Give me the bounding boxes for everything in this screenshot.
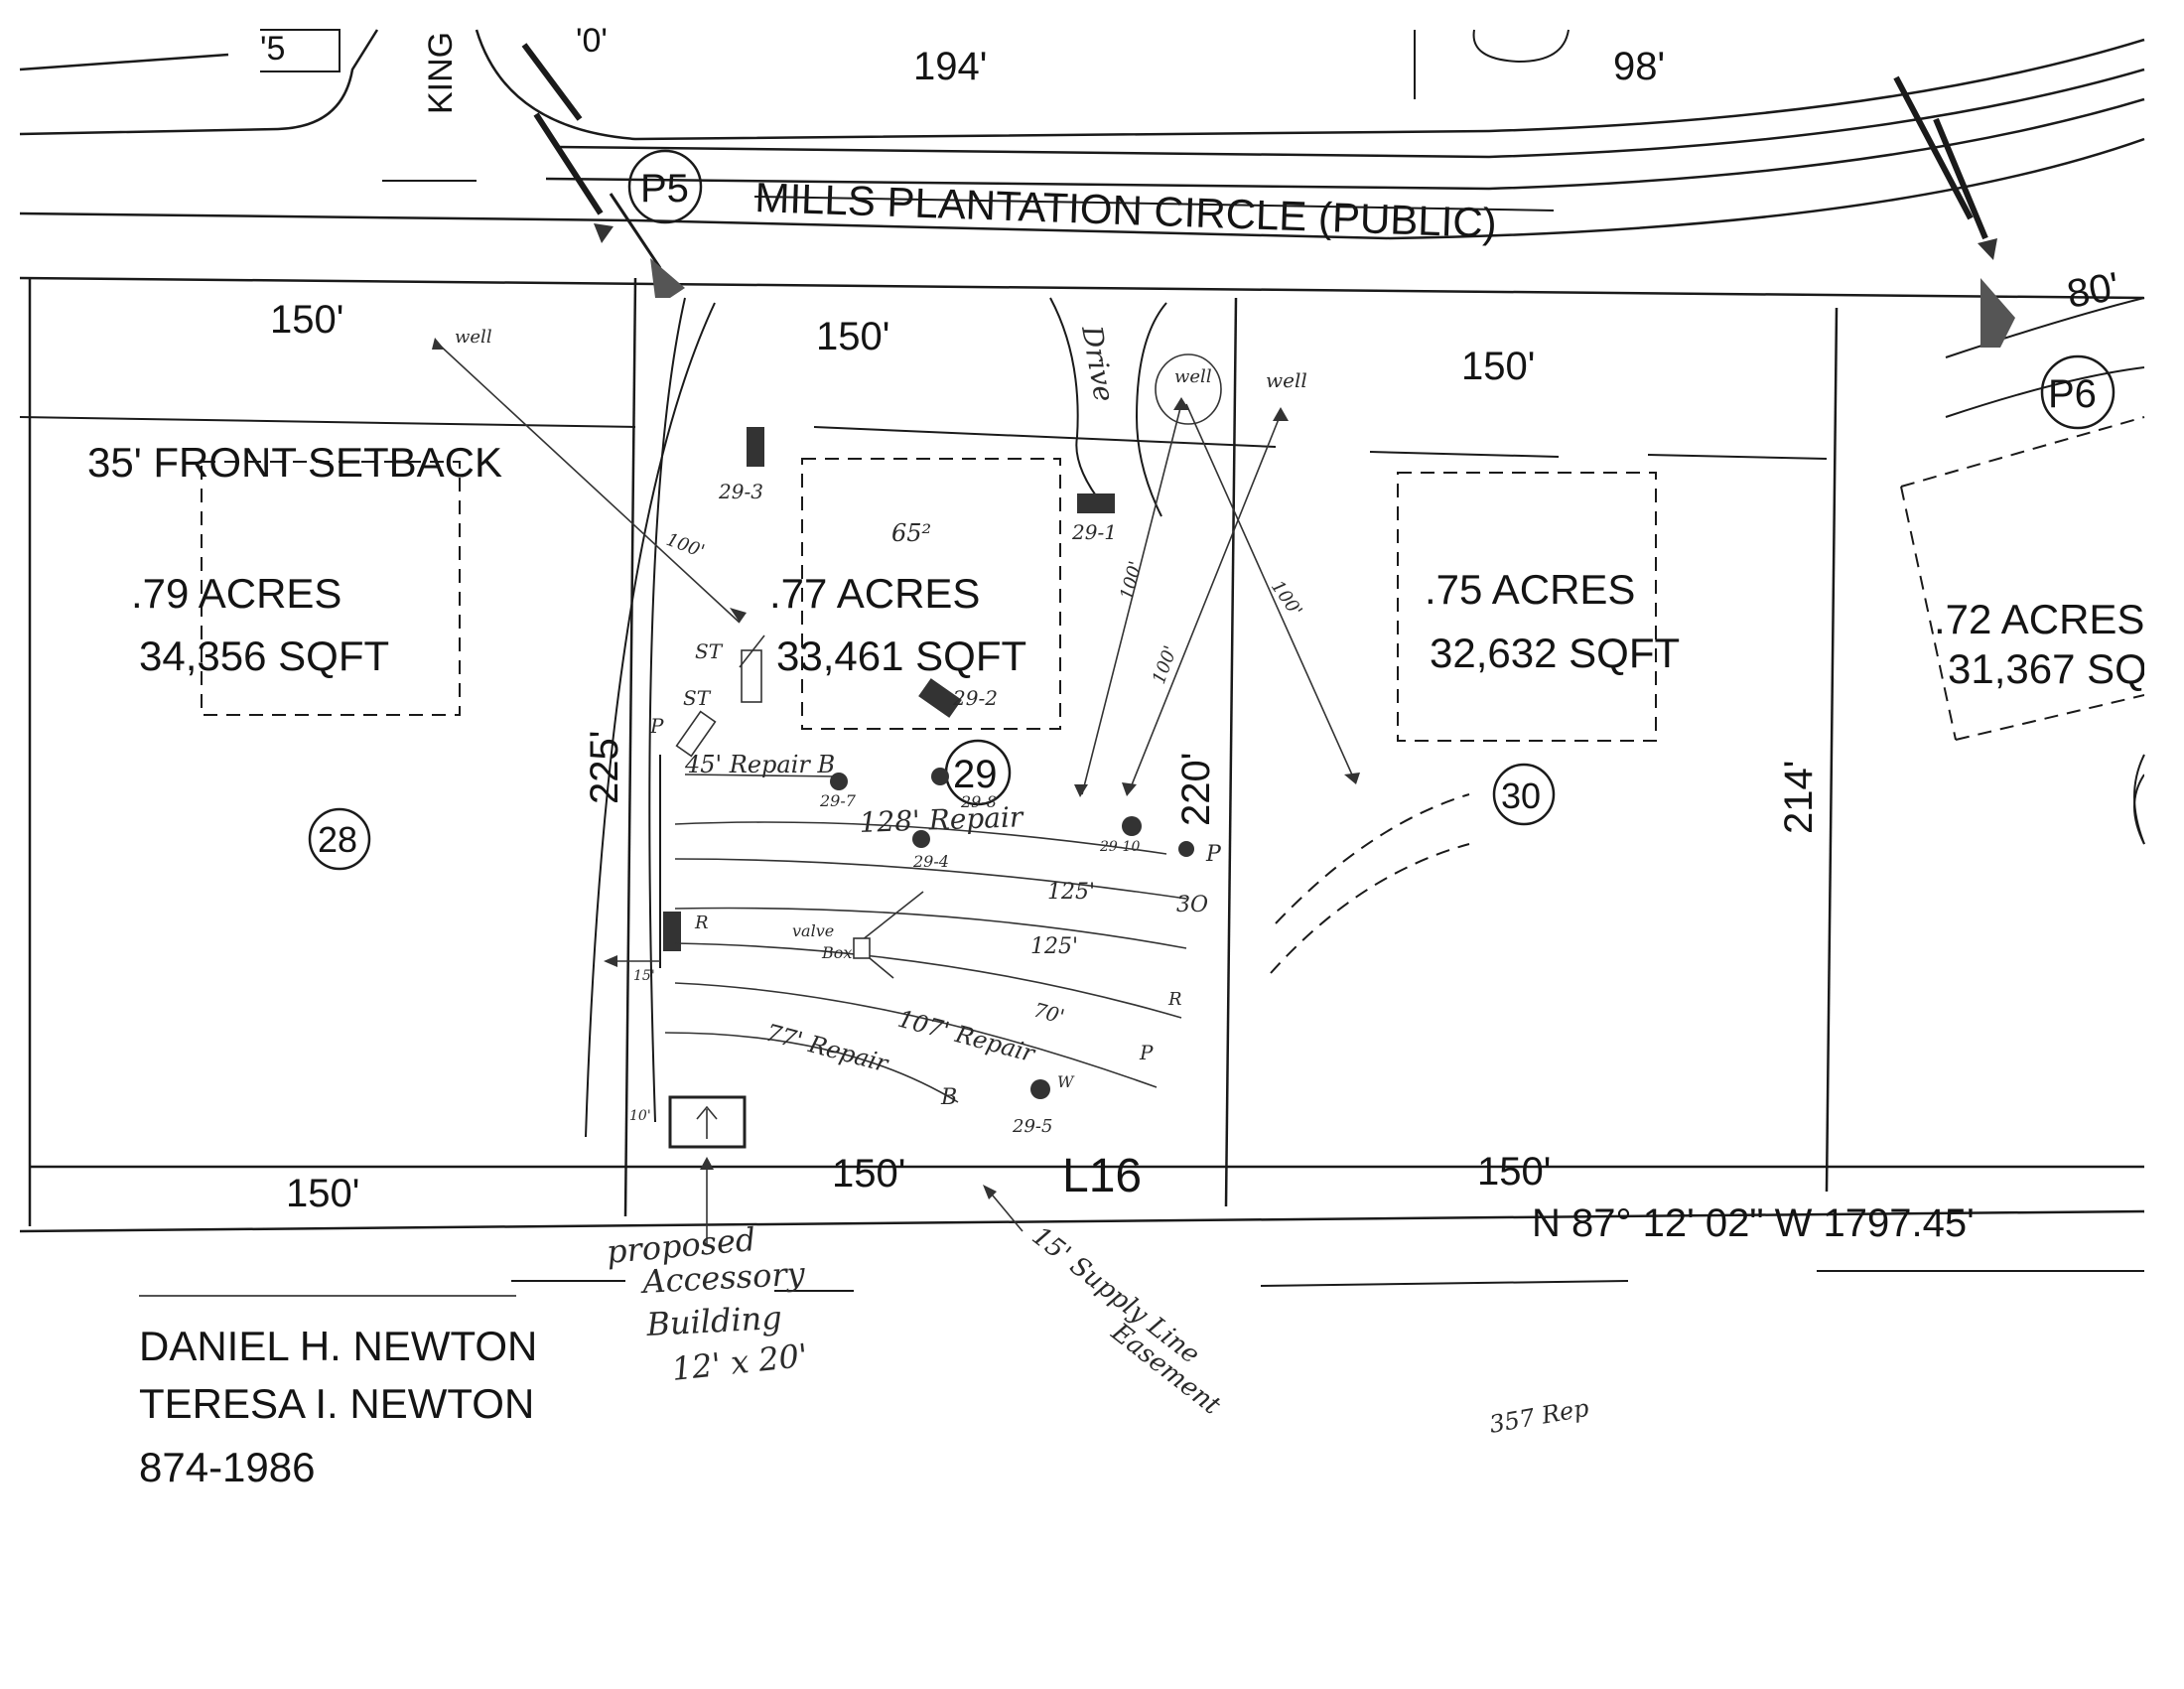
lot28-rear: 150' — [286, 1172, 359, 1215]
hand-well-2: well — [1174, 366, 1212, 387]
hand-proposed-3: Building — [644, 1299, 782, 1343]
lot28-sqft: 34,356 SQFT — [139, 633, 389, 679]
hand-10: 10' — [629, 1108, 651, 1124]
hand-note-357: 357 Rep — [1487, 1394, 1590, 1439]
hand-repair-b: 45' Repair B — [684, 751, 835, 778]
hand-proposed-4: 12' x 20' — [670, 1337, 810, 1388]
bearing-label: N 87° 12' 02" W 1797.45' — [1532, 1201, 1975, 1245]
tag-29-7: 29-7 — [819, 791, 857, 810]
hand-70: 70' — [1031, 998, 1067, 1029]
tag-29-3: 29-3 — [718, 480, 763, 503]
tag-29-4: 29-4 — [912, 852, 949, 871]
hand-15: 15' — [633, 968, 655, 984]
road-lines — [19, 29, 2145, 845]
flow-arrows — [521, 43, 2015, 348]
hand-proposed-2: Accessory — [638, 1254, 806, 1301]
point-p6-label: P6 — [2048, 372, 2097, 416]
point-p5-label: P5 — [640, 167, 689, 211]
hand-lbl-r: R — [694, 913, 709, 933]
proposed-building — [668, 1095, 747, 1246]
top-dim-194: 194' — [913, 45, 987, 88]
hand-lbl-w: W — [1057, 1072, 1075, 1091]
test-markers — [663, 427, 1194, 1099]
hand-box: Box — [821, 943, 852, 962]
lot29-side-right: 220' — [1174, 753, 1218, 826]
street-name-partial: KING — [422, 32, 460, 114]
lot30-side-right: 214' — [1777, 761, 1821, 834]
hand-125-b: 125' — [1030, 934, 1078, 959]
hand-well-3: well — [1266, 368, 1307, 392]
setback-label: 35' FRONT SETBACK — [87, 439, 502, 486]
top-dim-98: 98' — [1613, 45, 1665, 88]
hand-100-b: 100' — [1117, 559, 1147, 602]
lot30-front: 150' — [1461, 345, 1535, 388]
hand-repair-107: 107' Repair — [894, 1005, 1038, 1068]
hand-p-left: P — [649, 714, 664, 738]
lot30-sqft: 32,632 SQFT — [1430, 630, 1680, 676]
lot29-rear: 150' — [832, 1152, 905, 1196]
owner-line-1: DANIEL H. NEWTON — [139, 1323, 537, 1369]
tag-29-1: 29-1 — [1071, 520, 1117, 544]
hand-well-1: well — [455, 327, 492, 348]
owner-line-3: 874-1986 — [139, 1444, 316, 1490]
lot31-building-envelope — [1900, 416, 2145, 741]
tag-29-2: 29-2 — [952, 686, 998, 710]
hand-repair-128: 128' Repair — [859, 800, 1024, 839]
hand-drive: Drive — [1075, 323, 1121, 405]
point-p5: P5 — [627, 149, 703, 224]
lot28-building-envelope — [201, 461, 461, 716]
lot-boundaries — [19, 277, 2145, 1297]
top-dim-partial-left: '5 — [260, 30, 285, 68]
hand-st-2: ST — [683, 686, 712, 710]
lot30-acres: .75 ACRES — [1425, 566, 1635, 613]
lot30-building-envelope — [1397, 472, 1657, 742]
hand-125-a: 125' — [1047, 880, 1095, 905]
lot28-acres: .79 ACRES — [131, 570, 341, 617]
top-dim-partial: '0' — [576, 22, 608, 60]
lot29-side-left: 225' — [583, 731, 626, 804]
hand-lbl-b: B — [940, 1085, 957, 1110]
hand-lbl-r-2: R — [1167, 989, 1182, 1010]
lot29-building-envelope — [801, 458, 1061, 730]
tag-29-5: 29-5 — [1012, 1116, 1052, 1137]
lot29-front: 150' — [816, 315, 889, 358]
point-p6: P6 — [2040, 354, 2116, 430]
lot29-sqft: 33,461 SQFT — [776, 633, 1026, 679]
drain-lines — [604, 774, 1187, 1103]
lot31-sqft: 31,367 SQ — [1948, 645, 2147, 692]
hand-lbl-p: P — [1205, 842, 1222, 867]
lot30-rear: 150' — [1477, 1150, 1551, 1194]
lot28-front: 150' — [270, 298, 343, 342]
hand-lbl-p-2: P — [1139, 1041, 1154, 1064]
tag-29-8: 29-8 — [960, 792, 997, 811]
hand-lbl-3o: 3O — [1176, 893, 1208, 917]
lot29-acres: .77 ACRES — [769, 570, 980, 617]
line-label-l16: L16 — [1062, 1150, 1142, 1202]
well-lines — [432, 338, 1360, 797]
owner-line-2: TERESA I. NEWTON — [139, 1380, 534, 1427]
hand-repair-77: 77' Repair — [762, 1019, 891, 1078]
hand-st-1: ST — [695, 639, 724, 663]
lot30-number: 30 — [1501, 775, 1541, 816]
dim-80: 80' — [2064, 264, 2122, 316]
hand-house-dim: 65² — [891, 519, 931, 547]
lot31-acres: .72 ACRES — [1934, 596, 2144, 642]
lot28-number: 28 — [318, 819, 357, 860]
hand-valve: valve — [792, 921, 834, 940]
lot29-number: 29 — [953, 753, 998, 796]
hand-100-c: 100' — [1149, 643, 1181, 687]
